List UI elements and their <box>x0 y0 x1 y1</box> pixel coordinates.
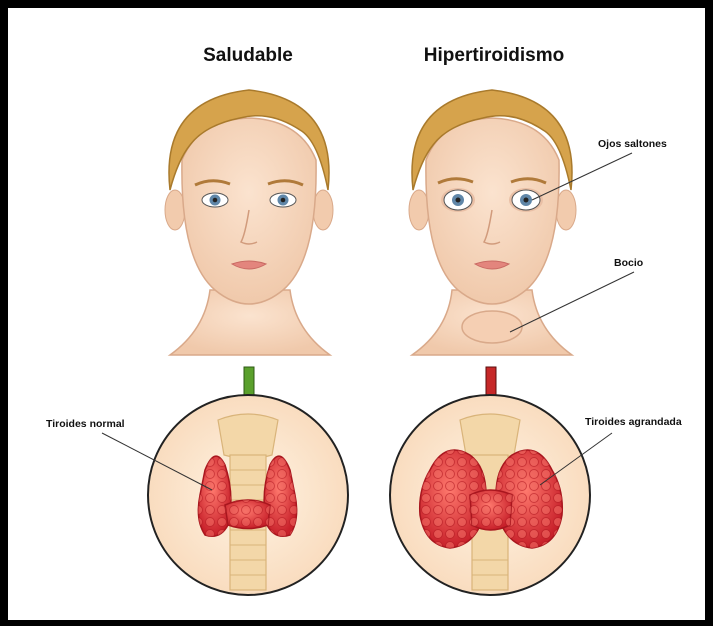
normal-thyroid-circle <box>148 395 348 595</box>
label-normal-thyroid: Tiroides normal <box>46 418 125 430</box>
goiter-swelling <box>462 311 522 343</box>
healthy-face <box>165 90 333 355</box>
label-goiter: Bocio <box>614 257 643 269</box>
label-enlarged-thyroid: Tiroides agrandada <box>585 416 682 428</box>
label-bulging-eyes: Ojos saltones <box>598 138 667 150</box>
title-hyperthyroidism: Hipertiroidismo <box>424 45 564 66</box>
title-healthy: Saludable <box>203 45 293 66</box>
enlarged-thyroid-circle <box>390 395 590 595</box>
hyperthyroid-face <box>409 90 576 355</box>
